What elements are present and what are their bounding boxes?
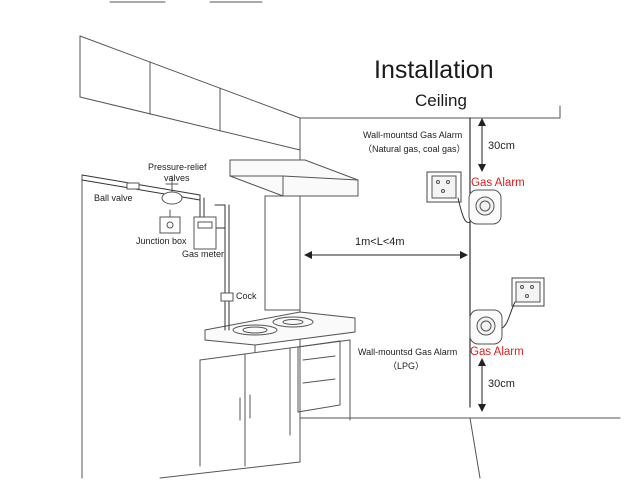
bottom-offset-label: 30cm: [488, 378, 515, 390]
gas-meter-label: Gas meter: [182, 249, 225, 259]
lower-cabinets: [199, 339, 351, 467]
ball-valve-label: Ball valve: [94, 193, 133, 203]
stove: [232, 316, 314, 336]
top-alarm-gas-types: （Natural gas, coal gas）: [363, 144, 466, 154]
bottom-alarm-gas-types: （LPG）: [388, 361, 425, 371]
floor-lines: [159, 417, 621, 479]
bottom-alarm-tag: Gas Alarm: [470, 346, 524, 358]
countertop: [204, 311, 356, 353]
ball-valve: [126, 182, 140, 190]
top-offset-label: 30cm: [488, 140, 515, 152]
distance-label: 1m<L<4m: [355, 236, 405, 248]
bottom-alarm-title: Wall-mountsd Gas Alarm: [358, 347, 458, 357]
junction-box-label: Junction box: [136, 236, 187, 246]
bottom-gas-alarm-unit: [469, 277, 545, 345]
top-gas-alarm-unit: [426, 171, 502, 225]
upper-cabinets: [79, 35, 561, 151]
junction-box: [159, 209, 181, 234]
top-alarm-title: Wall-mountsd Gas Alarm: [363, 130, 463, 140]
pressure-relief-valve: [161, 183, 183, 205]
cock-label: Cock: [236, 291, 257, 301]
cock-valve: [220, 292, 234, 302]
top-alarm-tag: Gas Alarm: [471, 177, 525, 189]
pressure-relief-label: Pressure-relief: [148, 162, 207, 172]
range-hood: [229, 159, 359, 311]
top-offset-arrow: [478, 118, 486, 172]
bottom-offset-arrow: [478, 358, 486, 412]
distance-arrow: [304, 251, 468, 259]
diagram-subtitle: Ceiling: [415, 91, 467, 110]
gas-meter-device: [193, 216, 217, 250]
pressure-relief-label-line2: valves: [164, 173, 190, 183]
diagram-title: Installation: [374, 56, 494, 84]
